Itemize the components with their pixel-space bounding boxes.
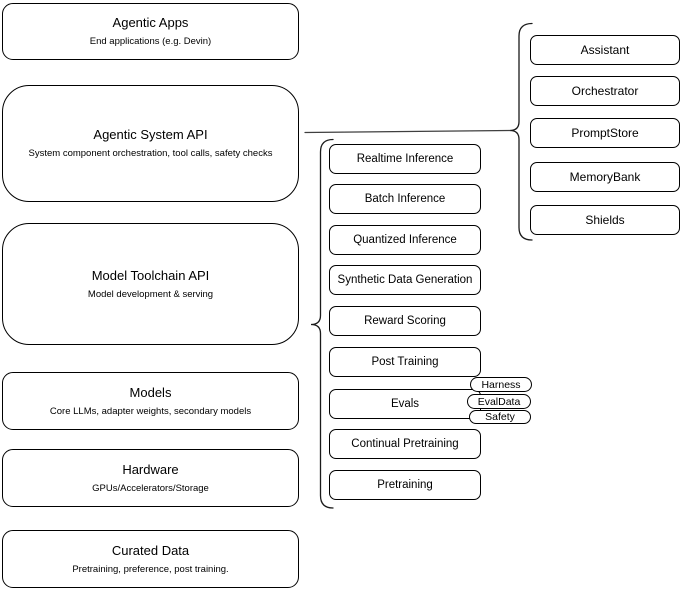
box-pretraining-label: Pretraining xyxy=(377,479,433,491)
box-synthetic-data-generation-label: Synthetic Data Generation xyxy=(337,274,473,286)
box-pretraining: Pretraining xyxy=(329,470,481,500)
box-shields: Shields xyxy=(530,205,680,235)
box-curated-data: Curated Data Pretraining, preference, po… xyxy=(2,530,299,588)
system-connector-line xyxy=(304,129,511,134)
box-quantized-inference: Quantized Inference xyxy=(329,225,481,255)
box-hardware-subtitle: GPUs/Accelerators/Storage xyxy=(92,482,209,494)
box-realtime-inference: Realtime Inference xyxy=(329,144,481,174)
box-promptstore: PromptStore xyxy=(530,118,680,148)
pill-evaldata: EvalData xyxy=(467,394,531,409)
box-agentic-system-api-subtitle: System component orchestration, tool cal… xyxy=(28,148,273,159)
box-quantized-inference-label: Quantized Inference xyxy=(353,234,457,246)
pill-safety-label: Safety xyxy=(485,411,515,423)
box-assistant: Assistant xyxy=(530,35,680,65)
pill-harness-label: Harness xyxy=(481,378,521,391)
system-brace xyxy=(509,22,533,241)
box-curated-data-subtitle: Pretraining, preference, post training. xyxy=(72,563,229,575)
box-models-title: Models xyxy=(129,384,172,400)
box-synthetic-data-generation: Synthetic Data Generation xyxy=(329,265,481,295)
box-curated-data-title: Curated Data xyxy=(111,542,190,558)
box-agentic-apps-subtitle: End applications (e.g. Devin) xyxy=(89,36,212,47)
box-batch-inference: Batch Inference xyxy=(329,184,481,214)
box-model-toolchain-api: Model Toolchain API Model development & … xyxy=(2,223,299,345)
box-models-subtitle: Core LLMs, adapter weights, secondary mo… xyxy=(49,405,252,417)
box-evals-label: Evals xyxy=(390,398,420,410)
pill-evaldata-label: EvalData xyxy=(477,395,521,408)
box-continual-pretraining: Continual Pretraining xyxy=(329,429,481,459)
box-agentic-apps: Agentic Apps End applications (e.g. Devi… xyxy=(2,3,299,60)
box-agentic-system-api: Agentic System API System component orch… xyxy=(2,85,299,202)
pill-harness: Harness xyxy=(470,377,532,392)
box-models: Models Core LLMs, adapter weights, secon… xyxy=(2,372,299,430)
box-reward-scoring: Reward Scoring xyxy=(329,306,481,336)
box-orchestrator: Orchestrator xyxy=(530,76,680,106)
box-promptstore-label: PromptStore xyxy=(571,126,639,140)
box-reward-scoring-label: Reward Scoring xyxy=(364,315,446,327)
box-hardware-title: Hardware xyxy=(122,461,179,477)
box-memorybank-label: MemoryBank xyxy=(569,170,641,184)
box-evals: Evals xyxy=(329,389,481,419)
box-model-toolchain-api-subtitle: Model development & serving xyxy=(87,288,214,300)
box-memorybank: MemoryBank xyxy=(530,162,680,192)
box-post-training-label: Post Training xyxy=(371,356,439,368)
box-continual-pretraining-label: Continual Pretraining xyxy=(351,438,459,450)
box-agentic-system-api-title: Agentic System API xyxy=(93,127,208,142)
box-agentic-apps-title: Agentic Apps xyxy=(112,15,189,30)
box-shields-label: Shields xyxy=(585,213,625,227)
box-batch-inference-label: Batch Inference xyxy=(364,193,446,205)
box-hardware: Hardware GPUs/Accelerators/Storage xyxy=(2,449,299,507)
pill-safety: Safety xyxy=(469,410,531,424)
box-post-training: Post Training xyxy=(329,347,481,377)
box-orchestrator-label: Orchestrator xyxy=(571,84,639,98)
box-assistant-label: Assistant xyxy=(580,43,630,57)
box-realtime-inference-label: Realtime Inference xyxy=(356,153,454,165)
box-model-toolchain-api-title: Model Toolchain API xyxy=(91,267,210,283)
